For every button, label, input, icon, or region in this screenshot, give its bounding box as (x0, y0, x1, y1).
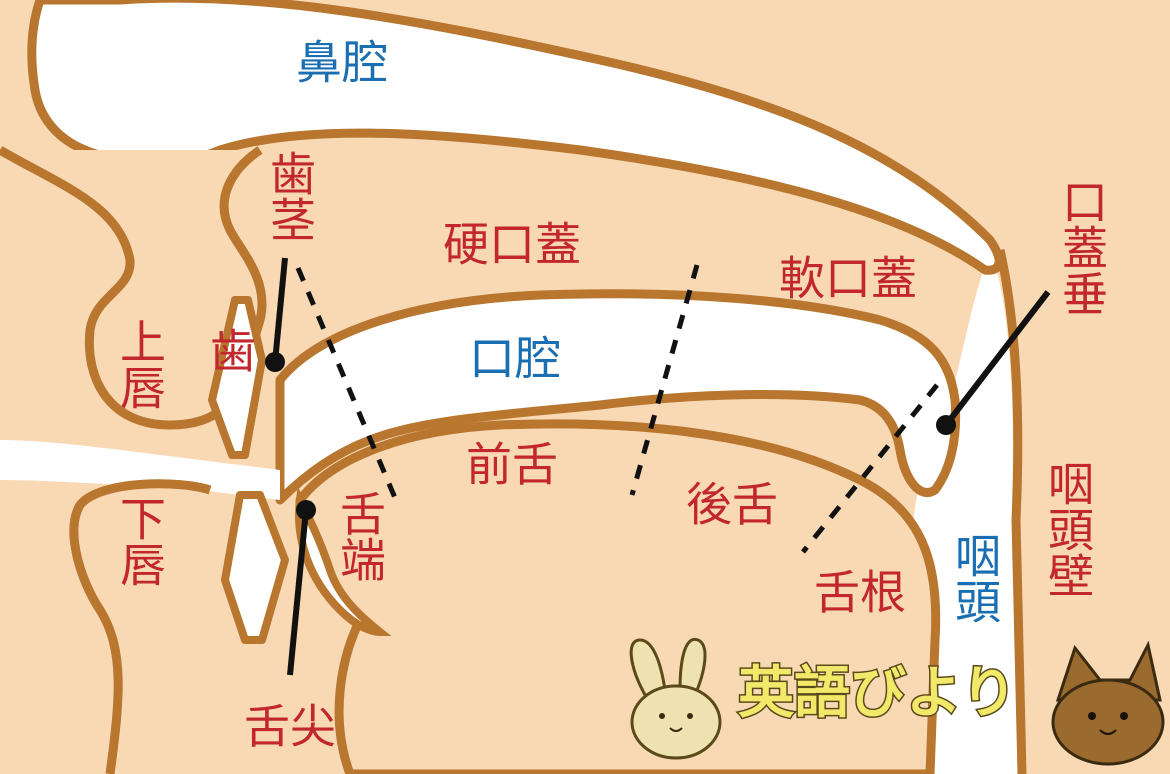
divider-velum-line (801, 383, 939, 554)
oral-cavity-label: 口腔 (469, 332, 561, 386)
nasal-cavity (27, 0, 1004, 275)
pharynx-label: 咽頭 (948, 532, 1002, 624)
cat-icon (1051, 640, 1165, 766)
gums-pointer-line (272, 257, 288, 363)
logo-text: 英語びより (738, 661, 1017, 726)
uvula-label: 口蓋垂 (1055, 178, 1109, 316)
teeth-label: 歯 (210, 325, 256, 379)
upper-lip (0, 146, 267, 430)
gums-pointer-dot (265, 352, 285, 372)
divider-alveolar-line (295, 267, 401, 506)
soft-palate-label: 軟口蓋 (779, 252, 917, 306)
rabbit-icon (629, 637, 722, 760)
tip-pointer-line (287, 509, 309, 676)
upper-tooth (208, 296, 266, 459)
divider-palate-line (629, 264, 700, 496)
pharyngeal-wall-label: 咽頭壁 (1041, 460, 1095, 598)
pharyngeal-wall-outline (995, 249, 1027, 774)
lower-tooth (221, 491, 289, 644)
back-tongue-label: 後舌 (686, 478, 778, 532)
uvula-pointer-line (943, 290, 1051, 427)
uvula-pointer-dot (936, 415, 956, 435)
lower-lip (69, 479, 212, 774)
front-tongue-label: 前舌 (466, 438, 558, 492)
hard-palate-label: 硬口蓋 (443, 218, 581, 272)
tongue-root-label: 舌根 (814, 566, 906, 620)
lower-lip-label: 下唇 (113, 495, 167, 587)
oral-cavity (275, 289, 961, 505)
tongue-tip-shape (295, 486, 392, 637)
tip-pointer-dot (296, 500, 316, 520)
nasal-cavity-label: 鼻腔 (296, 36, 388, 90)
lip-gap (0, 440, 280, 500)
upper-lip-label: 上唇 (113, 318, 167, 410)
gums-label: 歯茎 (263, 150, 317, 242)
tongue-blade-label: 舌端 (333, 490, 387, 582)
tongue-tip-label: 舌尖 (244, 700, 336, 754)
